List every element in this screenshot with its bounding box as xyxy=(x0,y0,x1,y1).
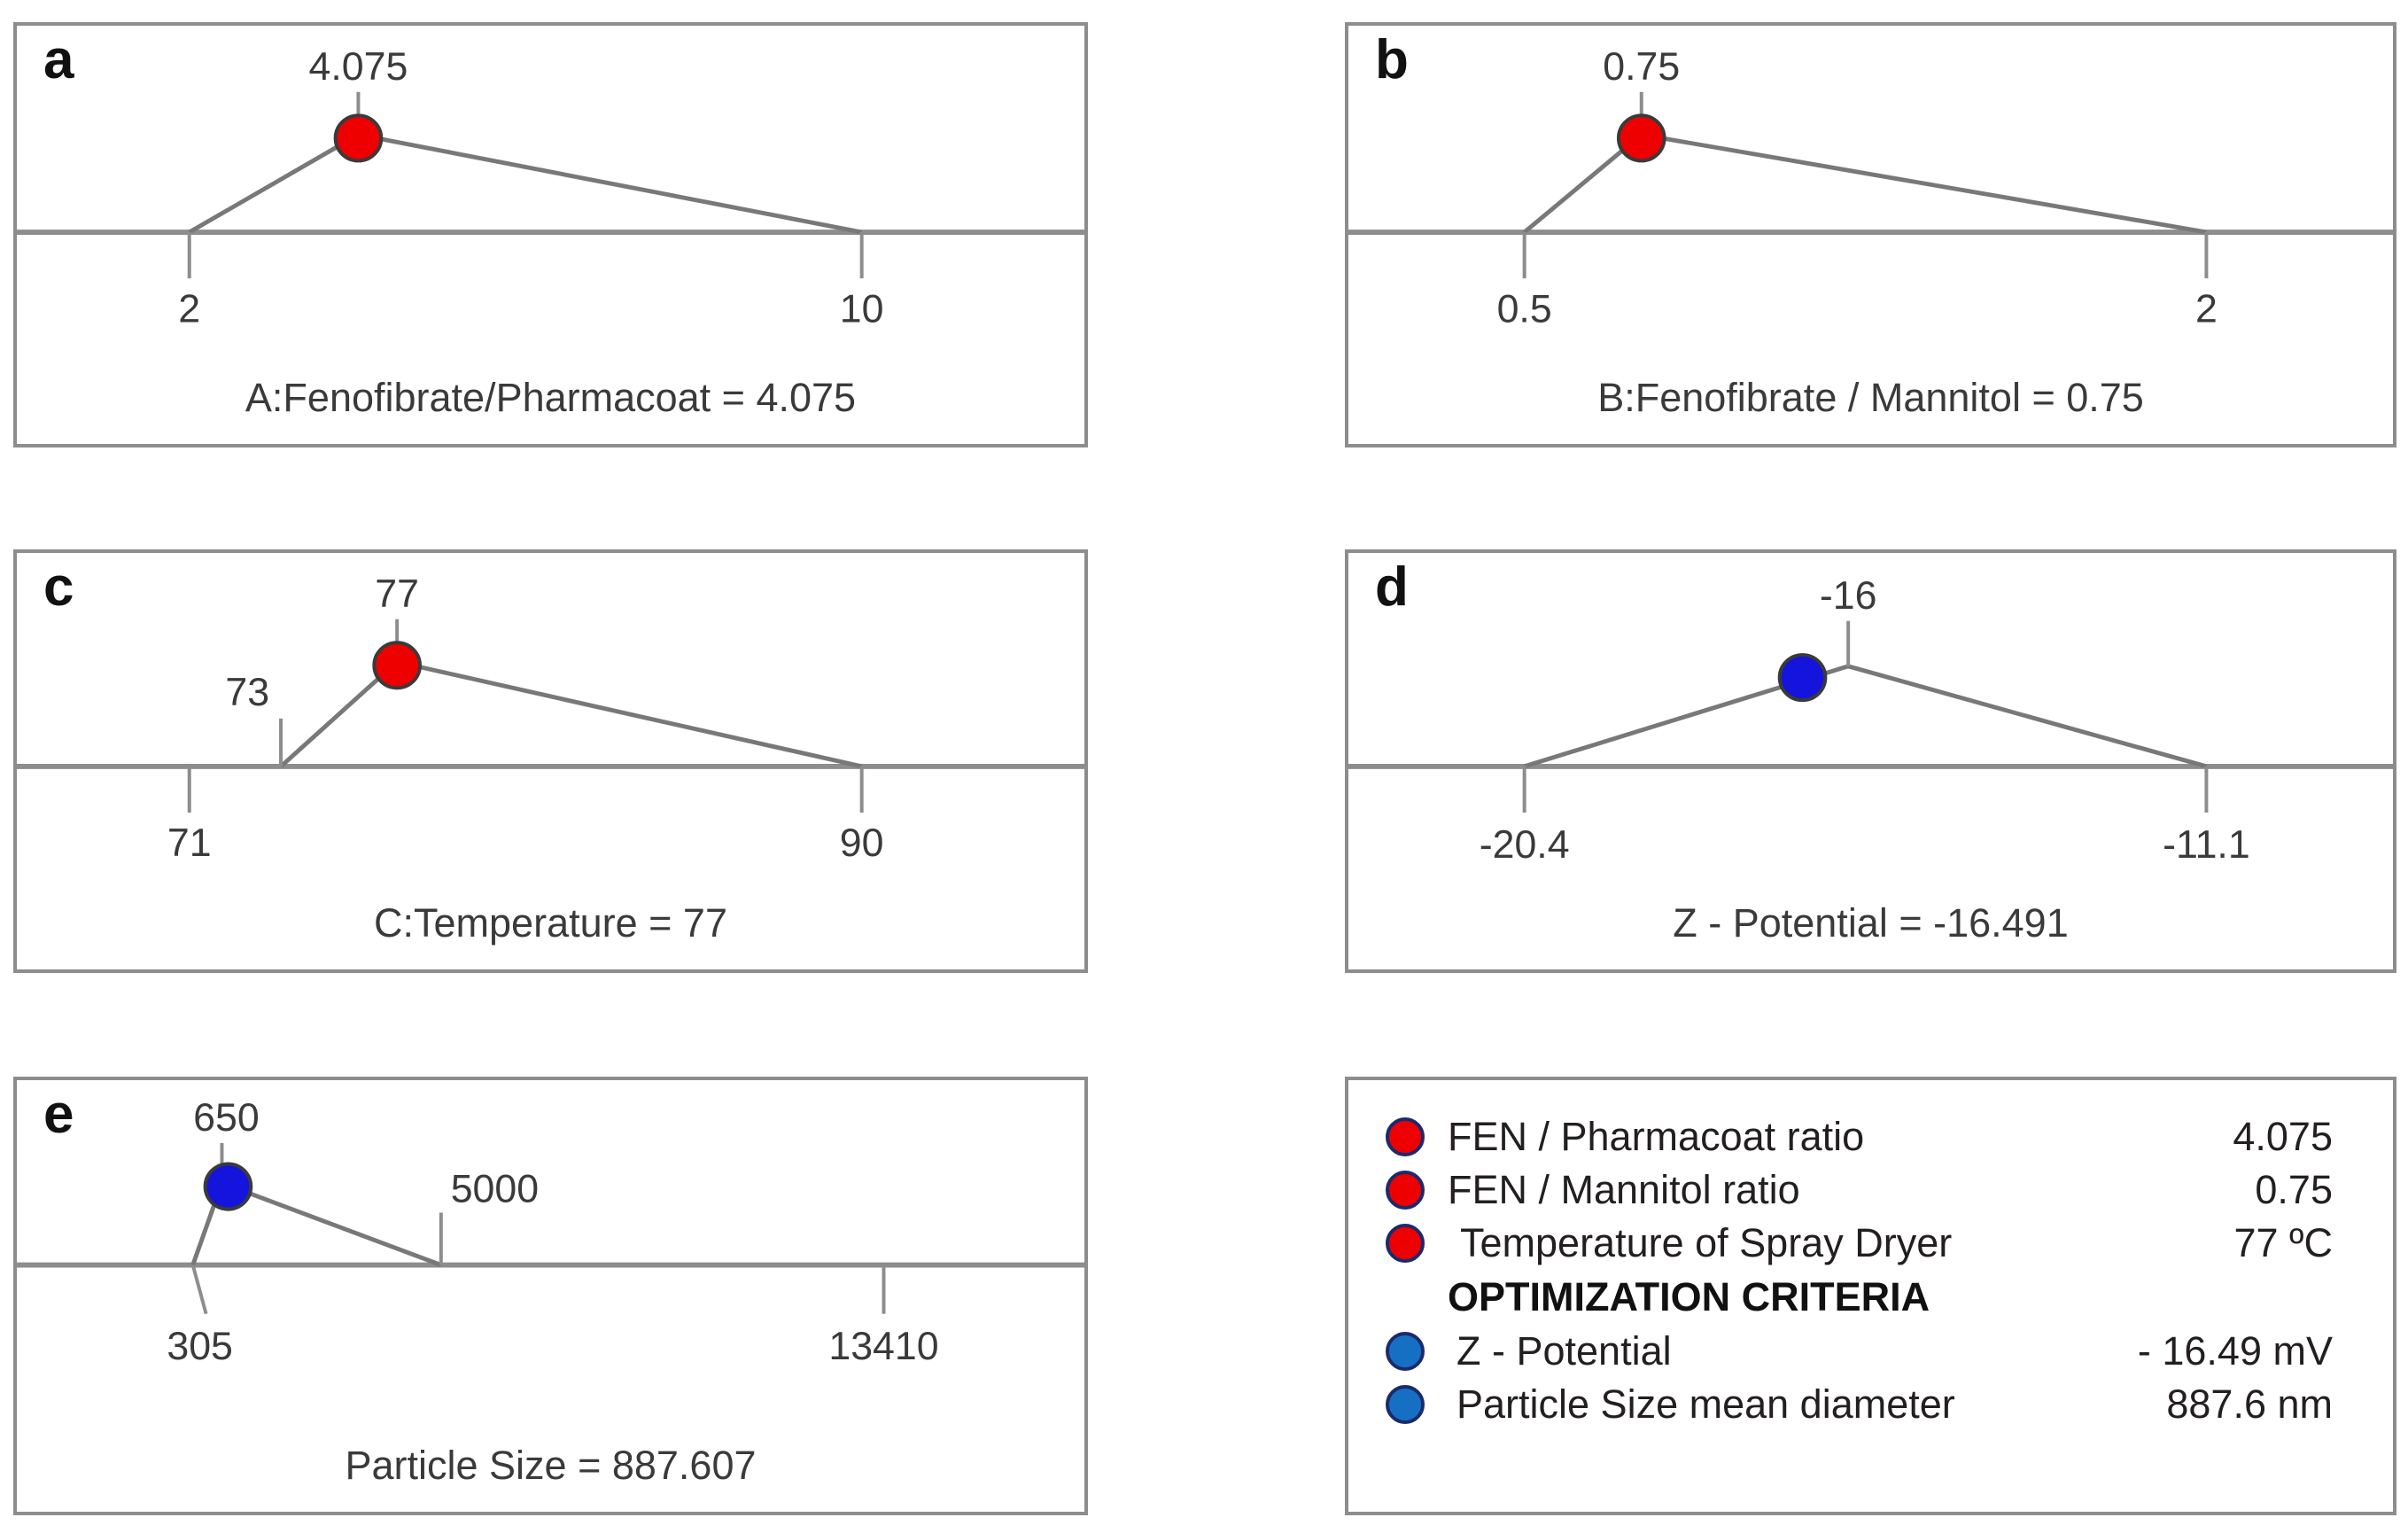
ramp-path-a xyxy=(188,132,863,235)
panel-caption-c: C:Temperature = 77 xyxy=(374,900,727,945)
legend-row-fen-mannitol: FEN / Mannitol ratio 0.75 xyxy=(1386,1163,2358,1217)
panel-caption-b: B:Fenofibrate / Mannitol = 0.75 xyxy=(1597,375,2144,420)
tick-left-e xyxy=(190,1265,208,1315)
panel-letter-b: b xyxy=(1375,29,1409,90)
tick-label-mid-c: 73 xyxy=(225,671,269,714)
legend-list: FEN / Pharmacoat ratio 4.075 FEN / Manni… xyxy=(1386,1110,2358,1431)
legend-panel: FEN / Pharmacoat ratio 4.075 FEN / Manni… xyxy=(1345,1077,2396,1515)
panel-c: c 77 73 71 90 C:Temperature = 77 xyxy=(13,549,1088,973)
panel-caption-a: A:Fenofibrate/Pharmacoat = 4.075 xyxy=(245,375,857,420)
legend-dot-red-icon xyxy=(1386,1171,1425,1210)
ramp-path-c xyxy=(279,659,863,769)
legend-value-temperature: 77 ºC xyxy=(2233,1220,2334,1265)
ramp-plot-b: 0.75 0.5 2 xyxy=(1348,45,2393,331)
tick-label-left-d: -20.4 xyxy=(1480,823,1570,867)
panel-letter-a: a xyxy=(43,29,74,90)
ramp-plot-d: -16 -20.4 -11.1 xyxy=(1348,574,2393,867)
peak-label-c: 77 xyxy=(375,572,419,616)
panel-caption-e: Particle Size = 887.607 xyxy=(345,1443,757,1488)
legend-label-temperature: Temperature of Spray Dryer xyxy=(1460,1220,1953,1265)
tick-label-right-b: 2 xyxy=(2195,288,2218,331)
optimum-marker-a xyxy=(333,113,384,163)
ramp-plot-e: 650 5000 305 13410 xyxy=(17,1096,1084,1368)
peak-label-b: 0.75 xyxy=(1603,45,1680,89)
legend-value-fen-pharmacoat: 4.075 xyxy=(2233,1114,2333,1159)
legend-row-z-potential: Z - Potential - 16.49 mV xyxy=(1386,1325,2358,1378)
optimum-marker-c xyxy=(372,641,422,690)
legend-dot-blue-icon xyxy=(1386,1385,1425,1424)
peak-label-d: -16 xyxy=(1820,574,1877,618)
legend-label-fen-mannitol: FEN / Mannitol ratio xyxy=(1448,1167,1800,1212)
legend-row-particle-size: Particle Size mean diameter 887.6 nm xyxy=(1386,1378,2358,1431)
legend-dot-blue-icon xyxy=(1386,1332,1425,1371)
tick-label-right-d: -11.1 xyxy=(2163,823,2250,867)
legend-value-fen-mannitol: 0.75 xyxy=(2255,1167,2333,1212)
legend-label-fen-pharmacoat: FEN / Pharmacoat ratio xyxy=(1448,1114,1865,1159)
panel-letter-c: c xyxy=(43,556,74,618)
legend-dot-red-icon xyxy=(1386,1117,1425,1156)
tick-label-left-c: 71 xyxy=(167,821,212,865)
panel-b: b 0.75 0.5 2 B:Fenofibrate / Mannitol = … xyxy=(1345,22,2396,447)
tick-label-right-c: 90 xyxy=(840,821,884,865)
tick-label-left-b: 0.5 xyxy=(1497,288,1552,331)
panel-letter-d: d xyxy=(1375,556,1409,618)
panel-d: d -16 -20.4 -11.1 Z - Potential = -16.49… xyxy=(1345,549,2396,973)
tick-label-mid-e: 5000 xyxy=(451,1168,539,1211)
peak-label-a: 4.075 xyxy=(309,45,408,89)
panel-caption-d: Z - Potential = -16.491 xyxy=(1673,900,2069,945)
legend-row-fen-pharmacoat: FEN / Pharmacoat ratio 4.075 xyxy=(1386,1110,2358,1163)
tick-label-left-e: 305 xyxy=(167,1325,233,1368)
legend-heading-optimization-criteria: OPTIMIZATION CRITERIA xyxy=(1386,1270,2358,1325)
ramp-path-d xyxy=(1523,664,2208,769)
optimum-marker-e xyxy=(203,1162,253,1211)
panel-e: e 650 5000 305 13410 Particle Size = 887… xyxy=(13,1077,1088,1515)
panel-letter-e: e xyxy=(43,1084,74,1145)
tick-label-right-e: 13410 xyxy=(828,1325,938,1368)
tick-label-left-a: 2 xyxy=(178,288,200,331)
ramp-plot-a: 4.075 2 10 xyxy=(17,45,1084,331)
ramp-plot-c: 77 73 71 90 xyxy=(17,572,1084,865)
legend-label-particle-size: Particle Size mean diameter xyxy=(1456,1381,1955,1427)
optimum-marker-b xyxy=(1616,113,1666,163)
legend-heading-text: OPTIMIZATION CRITERIA xyxy=(1448,1274,1930,1319)
legend-value-particle-size: 887.6 nm xyxy=(2166,1381,2333,1427)
optimum-marker-d xyxy=(1777,653,1828,703)
peak-label-e: 650 xyxy=(193,1096,260,1140)
legend-label-z-potential: Z - Potential xyxy=(1456,1328,1672,1373)
legend-row-temperature: Temperature of Spray Dryer 77 ºC xyxy=(1386,1217,2358,1270)
legend-value-z-potential: - 16.49 mV xyxy=(2137,1328,2333,1373)
panel-a: a 4.075 2 10 A:Fenofibrate/Pharmacoat = … xyxy=(13,22,1088,447)
legend-dot-red-icon xyxy=(1386,1224,1425,1263)
tick-label-right-a: 10 xyxy=(840,288,884,331)
